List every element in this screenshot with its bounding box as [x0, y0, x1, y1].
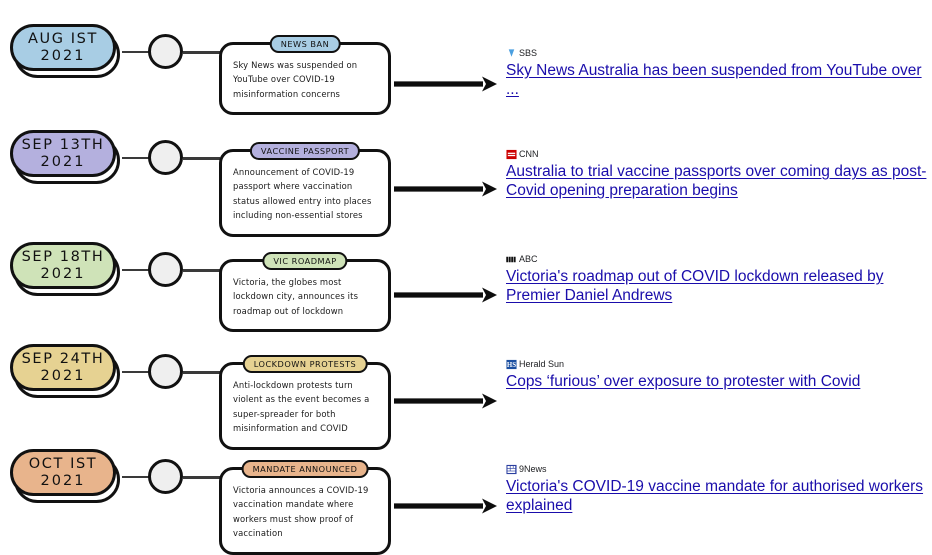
event-description: Announcement of COVID-19 passport where …: [233, 167, 372, 221]
timeline-node-circle[interactable]: [148, 354, 183, 389]
cnn-favicon: [506, 149, 517, 160]
connector-line-right: [183, 51, 220, 54]
date-line-1: SEP 24TH: [21, 351, 105, 367]
connector-line-left: [122, 51, 151, 53]
date-line-1: SEP 18TH: [21, 249, 105, 265]
date-line-1: OCT IST: [28, 456, 98, 472]
news-source-name: CNN: [519, 149, 539, 159]
arrow-connector: [394, 286, 498, 304]
news-result-vic-roadmap: ABC Victoria's roadmap out of COVID lockd…: [506, 253, 930, 306]
connector-line-left: [122, 371, 151, 373]
event-description: Sky News was suspended on YouTube over C…: [233, 60, 358, 99]
event-label-news-ban: NEWS BAN: [269, 35, 341, 53]
news-source: ABC: [506, 253, 930, 266]
news-result-vaccine-passport: CNN Australia to trial vaccine passports …: [506, 148, 930, 201]
event-card-lockdown-protests: LOCKDOWN PROTESTS Anti-lockdown protests …: [219, 355, 391, 450]
arrow-connector: [394, 180, 498, 198]
arrow-icon: [394, 287, 497, 303]
9news-favicon: [506, 464, 517, 475]
event-card-news-ban: NEWS BAN Sky News was suspended on YouTub…: [219, 35, 391, 116]
event-description: Victoria, the globes most lockdown city,…: [233, 277, 359, 316]
news-source: SBS: [506, 47, 930, 60]
news-source-name: ABC: [519, 254, 538, 264]
date-line-2: 2021: [40, 472, 86, 489]
connector-line-right: [183, 269, 220, 272]
event-label-vic-roadmap: VIC ROADMAP: [262, 252, 348, 270]
connector-line-right: [183, 371, 220, 374]
arrow-icon: [394, 498, 497, 514]
abc-favicon: [506, 256, 516, 263]
arrow-connector: [394, 75, 498, 93]
date-line-2: 2021: [40, 367, 86, 384]
event-card-mandate-announced: MANDATE ANNOUNCED Victoria announces a CO…: [219, 460, 391, 555]
connector-line-left: [122, 157, 151, 159]
news-source-name: SBS: [519, 48, 538, 58]
timeline-node-circle[interactable]: [148, 459, 183, 494]
event-description: Victoria announces a COVID-19 vaccinatio…: [233, 485, 369, 539]
news-headline-link[interactable]: Victoria's roadmap out of COVID lockdown…: [506, 268, 884, 305]
svg-text:HS: HS: [507, 362, 516, 369]
event-label-mandate-announced: MANDATE ANNOUNCED: [241, 460, 369, 478]
timeline-node-circle[interactable]: [148, 34, 183, 69]
news-source: 9News: [506, 463, 930, 476]
event-card-vaccine-passport: VACCINE PASSPORT Announcement of COVID-19…: [219, 142, 391, 237]
news-headline-link[interactable]: Cops ‘furious’ over exposure to proteste…: [506, 373, 861, 390]
news-source: CNN: [506, 148, 930, 161]
herald-sun-favicon: HS: [506, 359, 517, 370]
news-headline-link[interactable]: Victoria's COVID-19 vaccine mandate for …: [506, 478, 924, 515]
news-headline-link[interactable]: Sky News Australia has been suspended fr…: [506, 62, 922, 99]
arrow-connector: [394, 392, 498, 410]
connector-line-right: [183, 476, 220, 479]
connector-line-right: [183, 157, 220, 160]
news-headline-link[interactable]: Australia to trial vaccine passports ove…: [506, 163, 927, 200]
event-label-vaccine-passport: VACCINE PASSPORT: [249, 142, 361, 160]
arrow-connector: [394, 497, 498, 515]
event-label-lockdown-protests: LOCKDOWN PROTESTS: [242, 355, 368, 373]
arrow-icon: [394, 76, 497, 92]
timeline-node-circle[interactable]: [148, 252, 183, 287]
connector-line-left: [122, 476, 151, 478]
arrow-icon: [394, 393, 497, 409]
timeline-node-circle[interactable]: [148, 140, 183, 175]
date-line-2: 2021: [40, 153, 86, 170]
news-result-news-ban: SBS Sky News Australia has been suspended…: [506, 47, 930, 100]
news-source-name: 9News: [519, 464, 547, 474]
date-line-2: 2021: [40, 265, 86, 282]
date-line-1: SEP 13TH: [21, 137, 105, 153]
date-line-1: AUG IST: [28, 31, 98, 47]
event-description: Anti-lockdown protests turn violent as t…: [233, 380, 370, 434]
news-source-name: Herald Sun: [519, 359, 565, 369]
event-card-vic-roadmap: VIC ROADMAP Victoria, the globes most loc…: [219, 252, 391, 333]
arrow-icon: [394, 181, 497, 197]
sbs-favicon: [508, 49, 515, 57]
date-line-2: 2021: [40, 47, 86, 64]
connector-line-left: [122, 269, 151, 271]
